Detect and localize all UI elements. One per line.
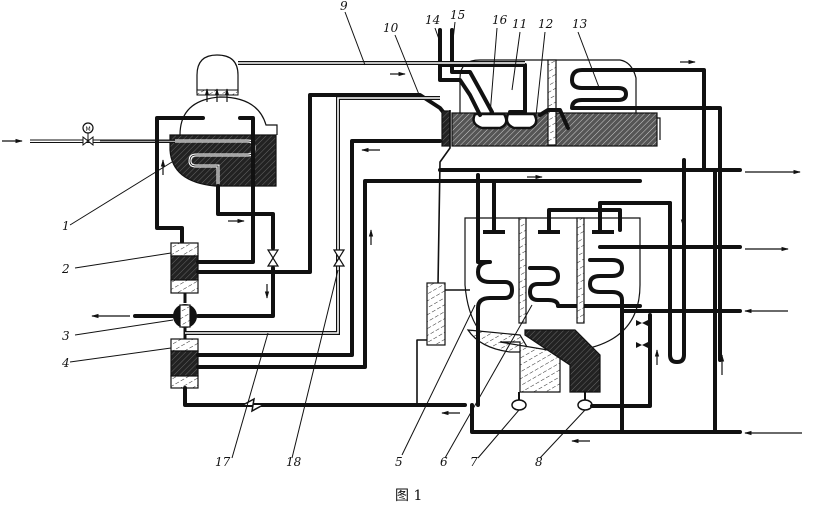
pipe-13-out	[662, 68, 706, 172]
steam-inlet: M	[2, 122, 175, 147]
pipe-8-return	[590, 313, 652, 408]
valve-18-icon[interactable]	[332, 249, 346, 267]
label-2: 2	[61, 262, 70, 276]
label-18: 18	[286, 455, 302, 469]
label-1: 1	[62, 219, 70, 233]
right-ports	[438, 168, 802, 436]
label-14: 14	[425, 13, 440, 27]
pipe-4-b	[196, 179, 642, 369]
figure-caption: 图 1	[395, 488, 422, 504]
pipe-gen-to-2	[155, 116, 205, 244]
label-11: 11	[512, 17, 527, 31]
pipe-to-level-gauge	[437, 110, 451, 286]
vent-valves-icon[interactable]	[636, 320, 648, 348]
label-3: 3	[62, 329, 70, 343]
leader-lines	[69, 11, 601, 459]
label-15: 15	[450, 8, 465, 22]
pump-7	[511, 392, 527, 411]
pump-8	[577, 392, 593, 411]
pump-3	[173, 304, 197, 328]
level-gauge	[416, 282, 470, 405]
heat-exchanger-2	[170, 242, 199, 294]
pipe-2-to-generator	[196, 116, 255, 264]
absorber-top	[438, 28, 661, 147]
pipe-gen-to-valve	[216, 184, 275, 250]
label-12: 12	[538, 17, 553, 31]
label-9: 9	[340, 0, 348, 13]
coil-13	[570, 68, 722, 362]
label-10: 10	[383, 21, 399, 35]
throttle-valve-icon[interactable]	[266, 249, 280, 267]
label-7: 7	[470, 455, 478, 469]
label-17: 17	[215, 455, 231, 469]
pipe-2-out	[196, 93, 450, 274]
inlet-valve-icon[interactable]: M	[82, 122, 94, 147]
label-6: 6	[440, 455, 448, 469]
pipe-bottom-loop	[470, 403, 742, 434]
pipe-4-a	[196, 139, 442, 357]
component-labels: 1 2 3 4 5 6 7 8 9 10 11 12 13 14 15 16 1…	[61, 0, 588, 469]
u-tube	[668, 158, 686, 364]
label-5: 5	[395, 455, 403, 469]
pipe-4-return	[183, 386, 467, 407]
label-13: 13	[572, 17, 588, 31]
label-4: 4	[61, 356, 70, 370]
generator-drum	[100, 54, 278, 210]
label-16: 16	[492, 13, 508, 27]
svg-text:M: M	[86, 126, 91, 133]
pipe-valve-to-3	[196, 266, 275, 318]
heat-exchanger-4	[170, 338, 199, 389]
label-8: 8	[535, 455, 543, 469]
absorber-vessel	[464, 173, 672, 432]
